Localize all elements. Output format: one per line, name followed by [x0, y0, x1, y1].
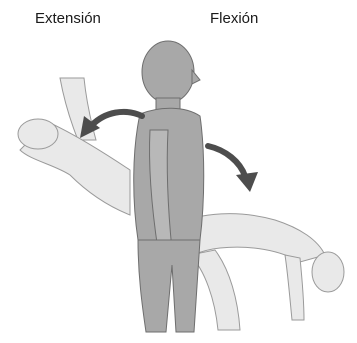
upright-legs [138, 240, 200, 332]
extension-head [18, 119, 58, 149]
flexion-arm [285, 255, 304, 320]
upright-head [142, 41, 194, 103]
flexion-head [312, 252, 344, 292]
upright-nose [192, 70, 200, 84]
extension-label: Extensión [35, 10, 101, 27]
flexion-arrow [208, 146, 258, 192]
flexion-label: Flexión [210, 10, 258, 27]
upright-figure [134, 41, 204, 332]
extension-figure [18, 78, 130, 215]
